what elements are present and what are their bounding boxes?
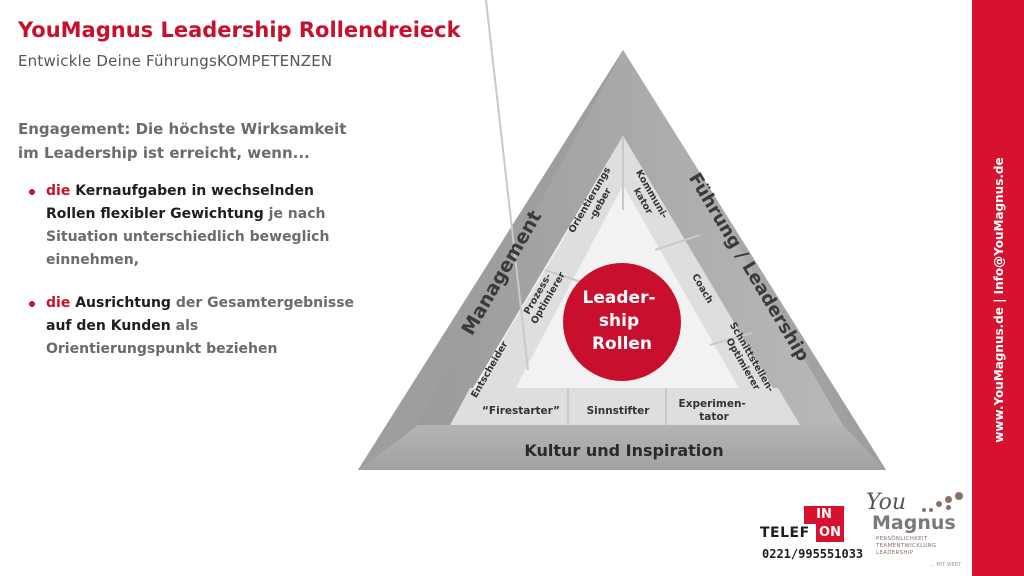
left-roles-band [455,136,623,425]
center-circle [563,263,681,381]
phone-number[interactable]: 0221/995551033 [762,547,864,561]
management-band-edge [358,50,623,470]
bullet-list: die Kernaufgaben in wechselnden Rollen f… [26,180,356,381]
logo-box-on: ON [816,524,844,542]
role-experimentator: Experimen- tator [679,398,750,423]
bullet-text-part: je nach Situation unterschiedlich bewegl… [46,206,330,268]
bullet-text-emphasis: auf den Kunden [46,318,171,334]
bullet-text-part: der Gesamtergebnisse [170,295,355,311]
bullet-text-part: die [46,295,76,311]
logo-tagline: PERSÖNLICHKEIT TEAMENTWICKLUNG LEADERSHI… [876,536,937,556]
bullet-text-part: die [46,183,76,199]
right-roles-band [623,136,795,425]
culture-band [358,425,886,470]
page-subtitle: Entwickle Deine FührungsKOMPETENZEN [18,52,333,70]
logo-word-telef: TELEF [760,525,810,541]
bullet-item: die Kernaufgaben in wechselnden Rollen f… [26,180,356,272]
sidebar-band [972,0,1024,576]
leadership-band [623,50,886,470]
leadership-triangle-diagram: Leader- ship Rollen Management Führung /… [358,0,886,470]
logo-mit-wert: ... MIT WERT [930,562,962,568]
logo-magnus: Magnus [872,512,956,534]
sidebar-contact-text[interactable]: www.YouMagnus.de | Info@YouMagnus.de [992,157,1006,443]
page-title: YouMagnus Leadership Rollendreieck [18,18,461,42]
role-firestarter: “Firestarter” [482,405,560,417]
outer-label-culture: Kultur und Inspiration [524,441,723,460]
bullet-text-part: als Orientierungspunkt beziehen [46,318,278,357]
youmagnus-logo: You Magnus PERSÖNLICHKEIT TEAMENTWICKLUN… [862,490,970,572]
cell-dividers [485,0,753,425]
bullet-item: die Ausrichtung der Gesamtergebnisse auf… [26,292,356,361]
logo-box-in: IN [804,506,844,524]
bullet-text-emphasis: Kernaufgaben in wechselnden Rollen flexi… [46,183,314,222]
role-sinnstifter: Sinnstifter [587,405,651,417]
bottom-roles-band [450,388,800,425]
intro-text: Engagement: Die höchste Wirksamkeit im L… [18,120,347,162]
logo-you: You [866,490,907,515]
logo-dots-icon [920,492,966,518]
infotelefon-logo: IN TELEF ON 0221/995551033 [756,499,863,569]
center-label: Leader- ship Rollen [583,288,662,354]
bullet-text-emphasis: Ausrichtung [75,295,171,311]
